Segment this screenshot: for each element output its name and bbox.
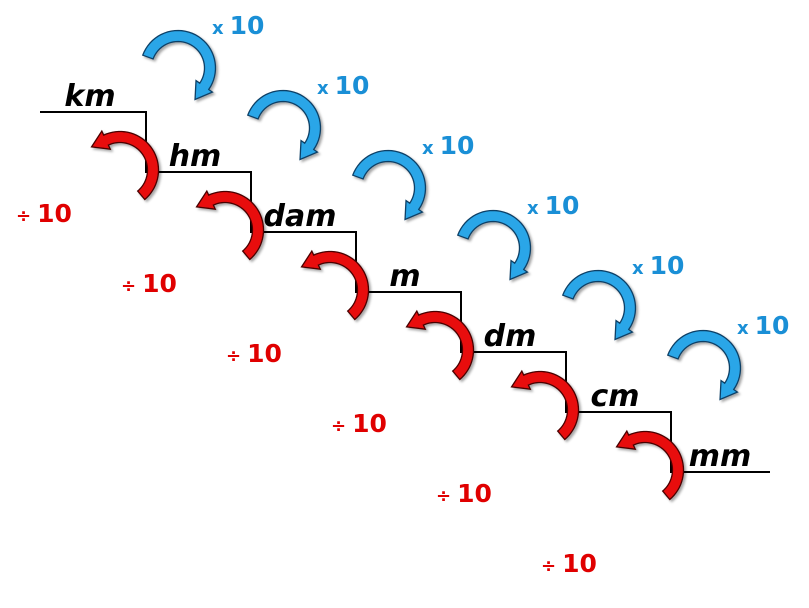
- unit-label-dam: dam: [264, 199, 337, 234]
- multiply-arrows: [141, 29, 742, 401]
- unit-label-m: m: [389, 259, 420, 294]
- curved-arrow-up-left-icon: [405, 309, 475, 381]
- curved-arrow-right-down-icon: [561, 269, 637, 341]
- unit-label-mm: mm: [689, 439, 752, 474]
- divide-label: ÷10: [331, 409, 387, 438]
- curved-arrow-up-left-icon: [90, 129, 160, 201]
- divide-label: ÷10: [436, 479, 492, 508]
- staircase-steps: [40, 111, 770, 473]
- curved-arrow-right-down-icon: [351, 149, 427, 221]
- unit-label-km: km: [64, 79, 115, 114]
- curved-arrow-up-left-icon: [615, 429, 685, 501]
- unit-label-cm: cm: [590, 379, 639, 414]
- curved-arrow-right-down-icon: [246, 89, 322, 161]
- curved-arrow-right-down-icon: [666, 329, 742, 401]
- unit-label-hm: hm: [169, 139, 222, 174]
- stair-outline: [40, 111, 770, 473]
- curved-arrow-up-left-icon: [195, 189, 265, 261]
- unit-label-dm: dm: [484, 319, 537, 354]
- divide-label: ÷10: [541, 549, 597, 578]
- curved-arrow-up-left-icon: [510, 369, 580, 441]
- divide-labels: ÷10 ÷10 ÷10 ÷10 ÷10 ÷10: [16, 199, 597, 578]
- curved-arrow-right-down-icon: [456, 209, 532, 281]
- curved-arrow-right-down-icon: [141, 29, 217, 101]
- divide-label: ÷10: [226, 339, 282, 368]
- divide-label: ÷10: [16, 199, 72, 228]
- divide-label: ÷10: [121, 269, 177, 298]
- divide-arrows: [90, 129, 685, 501]
- unit-labels: km hm dam m dm cm mm: [64, 79, 751, 474]
- curved-arrow-up-left-icon: [300, 249, 370, 321]
